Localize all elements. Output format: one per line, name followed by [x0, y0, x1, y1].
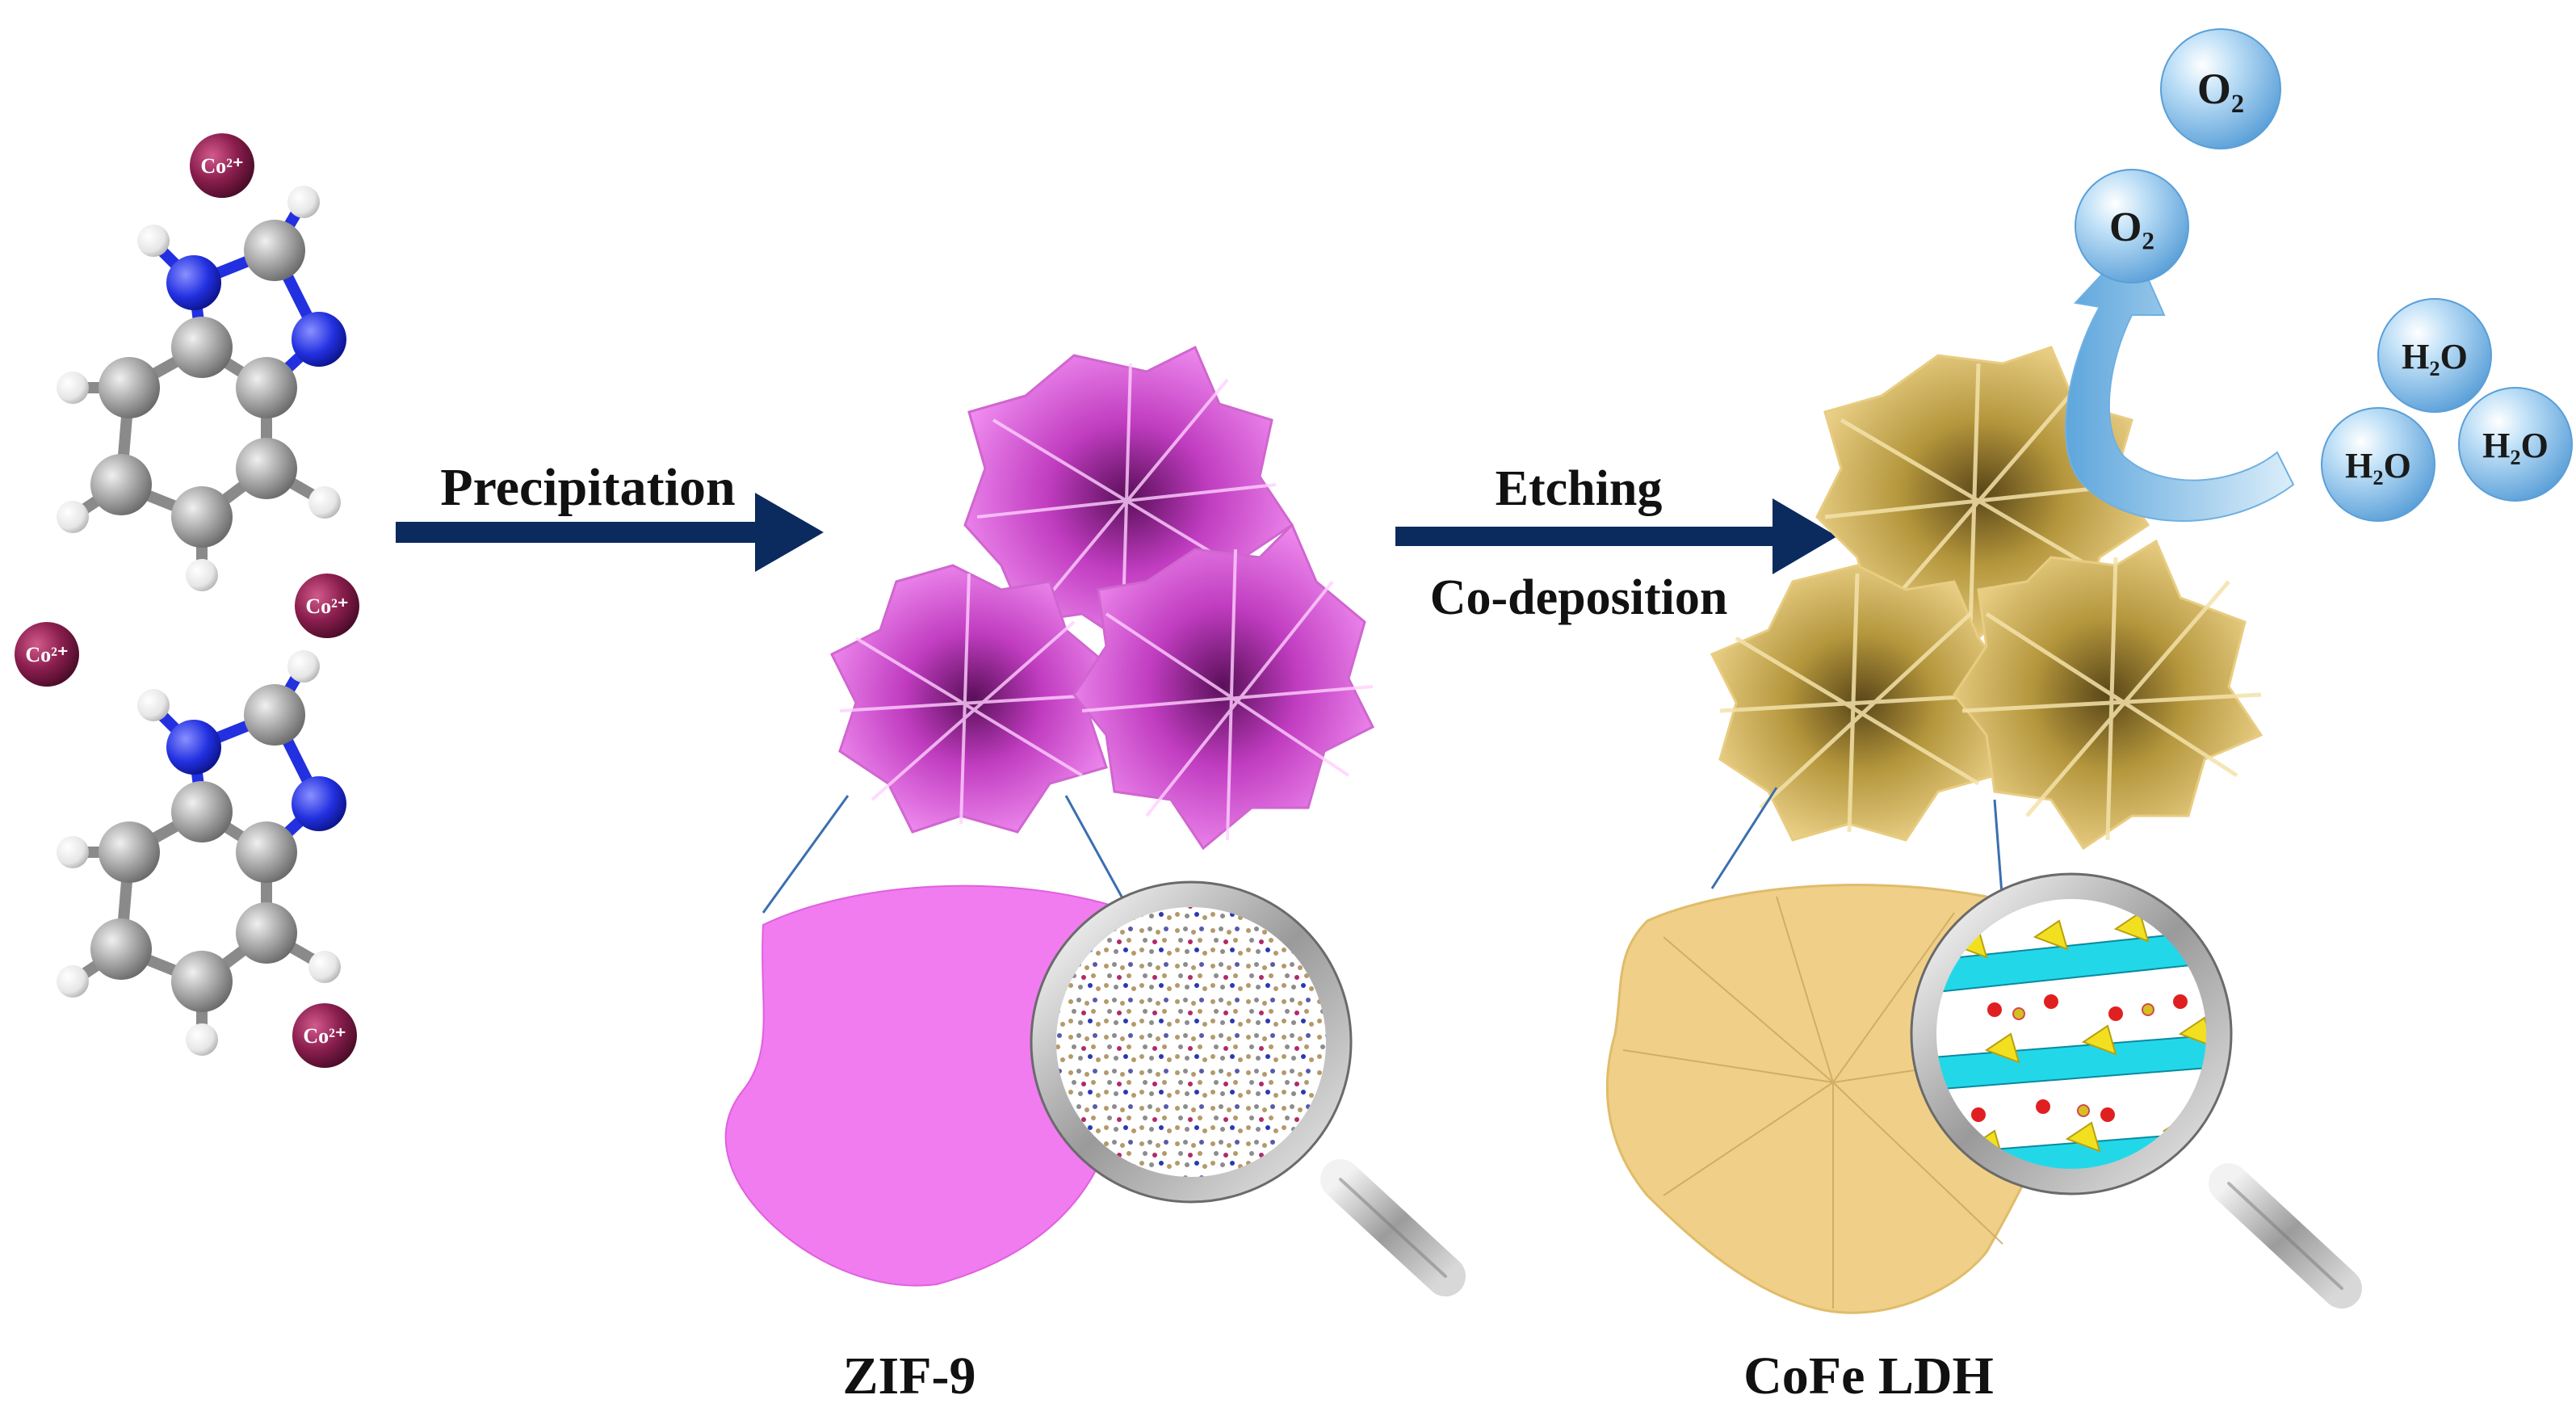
cobalt-ion-label-4: Co²⁺ [303, 1024, 346, 1048]
co-deposition-label: Co-deposition [1430, 570, 1728, 625]
benzimidazole-molecule-2 [57, 650, 346, 1056]
oer-curved-arrow [2065, 241, 2295, 522]
ldh-particle-cluster [1710, 346, 2263, 851]
zif9-label: ZIF-9 [843, 1347, 976, 1405]
h2o-bubble-3: H₂O [2321, 407, 2435, 522]
o2-label-1: O₂ [2197, 65, 2244, 113]
precipitation-label: Precipitation [440, 458, 735, 517]
h2o-label-1: H₂O [2402, 337, 2468, 376]
cobalt-ion-1: Co²⁺ [190, 133, 254, 198]
o2-bubble-2: O₂ [2075, 169, 2189, 284]
cobalt-ion-label-3: Co²⁺ [25, 643, 68, 666]
cobalt-ion-2: Co²⁺ [295, 574, 359, 638]
zif9-flower-right [1072, 523, 1375, 851]
zif9-particle-cluster [829, 345, 1375, 851]
cobalt-ion-label-2: Co²⁺ [305, 595, 348, 618]
etching-label: Etching [1496, 461, 1663, 516]
zif9-magnifier [1030, 880, 1466, 1296]
ldh-zoom-lines [1710, 787, 2004, 905]
h2o-bubble-1: H₂O [2377, 298, 2492, 413]
h2o-bubble-2: H₂O [2458, 387, 2573, 502]
precursor-group: Co²⁺ Co²⁺ Co²⁺ Co²⁺ [15, 133, 359, 1068]
cobalt-ion-3: Co²⁺ [15, 622, 79, 687]
h2o-label-2: H₂O [2482, 426, 2549, 465]
zif9-zoom-lines [761, 795, 1132, 914]
h2o-label-3: H₂O [2345, 446, 2411, 485]
cobalt-ion-4: Co²⁺ [292, 1003, 357, 1068]
ldh-flower-right [1953, 539, 2263, 851]
zif9-flower-left [829, 564, 1116, 834]
cobalt-ion-label-1: Co²⁺ [200, 154, 243, 178]
benzimidazole-molecule-1 [57, 186, 346, 591]
precipitation-arrow [396, 493, 824, 572]
ldh-label: CoFe LDH [1743, 1347, 1994, 1405]
o2-bubble-1: O₂ [2160, 28, 2281, 149]
o2-label-2: O₂ [2109, 204, 2154, 250]
ldh-magnifier [1910, 872, 2362, 1309]
etching-arrow [1395, 498, 1837, 574]
